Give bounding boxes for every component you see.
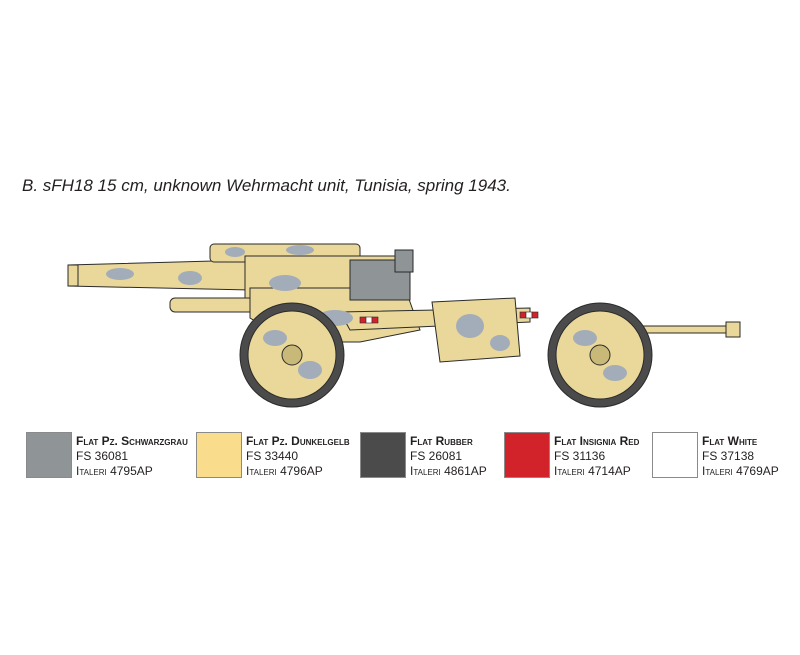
paint-name: Flat Pz. Dunkelgelb xyxy=(246,434,350,448)
italeri-code: Italeri 4861AP xyxy=(410,464,487,478)
howitzer-side-profile-illustration xyxy=(67,243,741,408)
italeri-code: Italeri 4796AP xyxy=(246,464,323,478)
gun-wheel xyxy=(239,302,345,408)
gun-barrel xyxy=(67,259,251,291)
fs-code: FS 33440 xyxy=(246,449,299,463)
paint-palette: Flat Pz. Schwarzgrau FS 36081 Italeri 47… xyxy=(26,432,786,492)
drawbar-tip xyxy=(725,321,741,338)
color-swatch xyxy=(26,432,72,478)
color-swatch xyxy=(652,432,698,478)
paint-name: Flat Insignia Red xyxy=(554,434,640,448)
paint-name: Flat Pz. Schwarzgrau xyxy=(76,434,188,448)
fs-code: FS 31136 xyxy=(554,449,606,463)
italeri-code: Italeri 4795AP xyxy=(76,464,153,478)
color-swatch xyxy=(196,432,242,478)
breech-cap xyxy=(394,249,414,273)
fs-code: FS 37138 xyxy=(702,449,755,463)
fs-code: FS 26081 xyxy=(410,449,463,463)
limber-wheel xyxy=(547,302,653,408)
fs-code: FS 36081 xyxy=(76,449,129,463)
profile-caption: B. sFH18 15 cm, unknown Wehrmacht unit, … xyxy=(22,176,511,195)
muzzle-band xyxy=(67,264,79,287)
color-swatch xyxy=(360,432,406,478)
italeri-code: Italeri 4769AP xyxy=(702,464,779,478)
italeri-code: Italeri 4714AP xyxy=(554,464,631,478)
paint-name: Flat Rubber xyxy=(410,434,473,448)
paint-name: Flat White xyxy=(702,434,758,448)
color-swatch xyxy=(504,432,550,478)
warning-stripe xyxy=(359,316,367,324)
